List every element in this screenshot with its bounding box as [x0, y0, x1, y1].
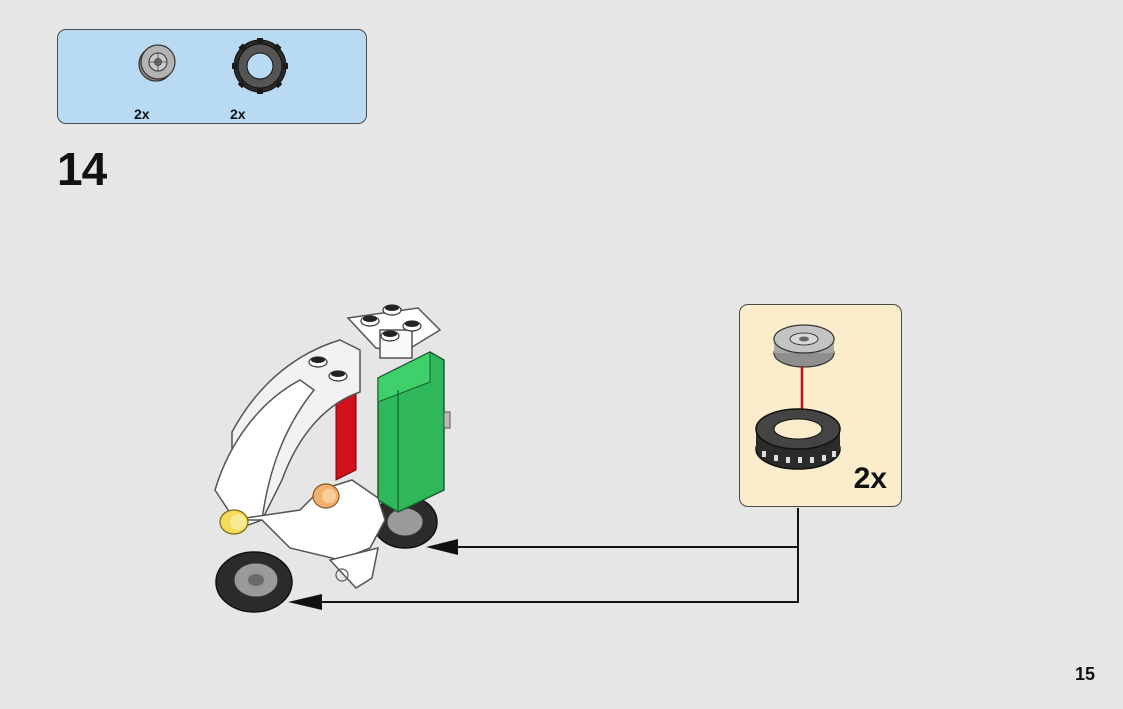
front-wheel	[215, 551, 293, 613]
step-number: 14	[57, 143, 107, 195]
parts-list-rim-qty: 2x	[134, 106, 150, 122]
parts-list-tire-qty: 2x	[230, 106, 246, 122]
rear-wheel	[372, 495, 438, 549]
assembly-arrows	[292, 508, 799, 603]
rim-icon	[138, 44, 176, 82]
tire-icon	[232, 38, 288, 94]
parts-list-box: 2x 2x	[57, 29, 367, 124]
wheel-assembly-diagram	[755, 324, 841, 470]
page-number: 15	[1074, 664, 1095, 684]
callout-rim-icon	[773, 324, 835, 368]
callout-qty: 2x	[853, 462, 887, 495]
arrow-head-lower	[288, 594, 322, 610]
parts-list-rim: 2x	[134, 40, 204, 122]
parts-list-tire: 2x	[230, 38, 300, 122]
green-side-panel	[377, 351, 451, 513]
arrow-head-upper	[426, 539, 458, 555]
headlights	[219, 483, 340, 535]
callout-tire-icon	[755, 408, 841, 470]
sub-assembly-callout: 2x	[739, 304, 902, 507]
